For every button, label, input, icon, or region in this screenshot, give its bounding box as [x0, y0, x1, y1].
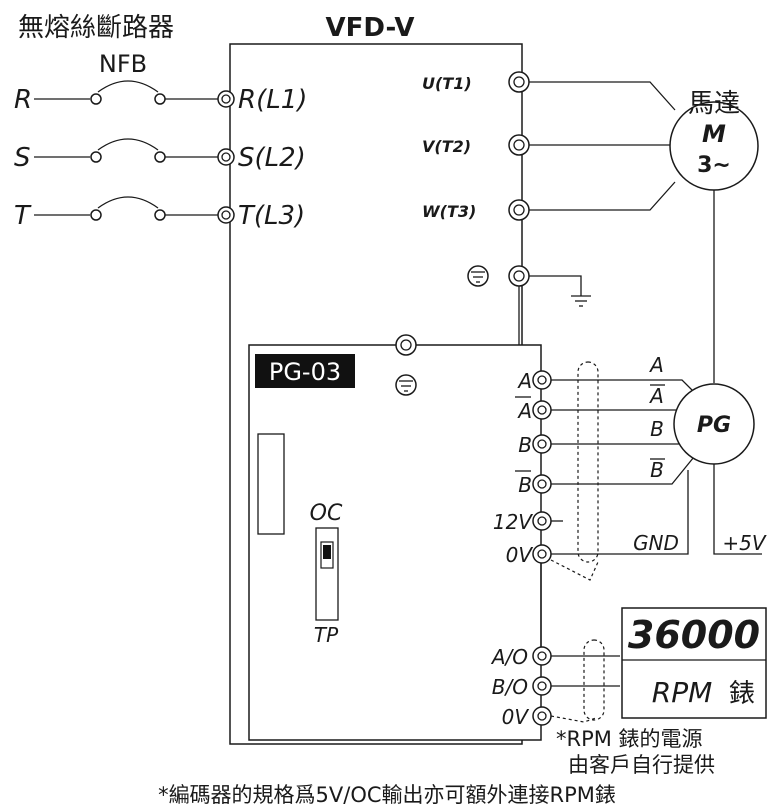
svg-text:A: A: [516, 369, 532, 393]
svg-text:A: A: [648, 384, 664, 408]
footnote: *編碼器的規格爲5V/OC輸出亦可額外連接RPM錶: [158, 783, 616, 807]
breaker-label-cn: 無熔絲斷路器: [18, 13, 174, 43]
pg-card-badge: [255, 354, 355, 388]
svg-text:S: S: [14, 143, 31, 173]
rpm-unit: RPM: [652, 676, 713, 709]
breaker-label-en: NFB: [99, 50, 147, 78]
svg-text:A: A: [516, 399, 532, 423]
svg-text:R(L1): R(L1): [238, 85, 307, 115]
pg-terminals: A A B B 12V 0V: [493, 369, 552, 567]
svg-text:A: A: [648, 353, 664, 377]
encoder-gnd-label: GND: [633, 531, 679, 555]
encoder-circle: [673, 383, 755, 465]
encoder-signals: A A B B GND +5V: [633, 353, 767, 555]
svg-text:B: B: [518, 433, 532, 457]
input-line-s: S S(L2): [14, 138, 306, 173]
pg-card-ground-icon: [395, 374, 417, 396]
svg-text:0V: 0V: [506, 543, 534, 567]
meter-cable-shield: [583, 639, 605, 721]
svg-text:R: R: [14, 85, 32, 115]
cable-shield: [577, 361, 599, 563]
switch-label-top: OC: [310, 501, 343, 526]
input-line-t: T T(L3): [14, 196, 305, 231]
switch-label-bottom: TP: [314, 623, 339, 647]
rpm-unit-cn: 錶: [729, 679, 755, 709]
svg-text:B: B: [518, 473, 532, 497]
svg-text:W(T3): W(T3): [422, 202, 476, 221]
rpm-meter: [621, 607, 767, 719]
svg-text:B: B: [650, 458, 664, 482]
motor-symbol: M: [702, 120, 726, 148]
svg-text:T: T: [14, 201, 32, 231]
motor-label: 馬達: [688, 89, 740, 119]
drive-title: VFD-V: [326, 13, 415, 43]
svg-text:12V: 12V: [493, 510, 533, 534]
motor-phase: 3~: [697, 153, 731, 178]
pg-card-outline: [248, 344, 542, 741]
output-terminals: U(T1) V(T2) W(T3): [422, 71, 530, 221]
encoder-supply-label: +5V: [722, 531, 766, 555]
ground-terminal: [467, 265, 591, 307]
svg-text:S(L2): S(L2): [238, 143, 306, 173]
svg-text:V(T2): V(T2): [422, 137, 471, 156]
input-line-r: R R(L1): [14, 80, 307, 115]
oc-tp-switch: [315, 527, 339, 621]
analog-out-terminals: A/O B/O 0V: [490, 645, 552, 729]
meter-note-1: *RPM 錶的電源: [556, 727, 703, 751]
svg-text:T(L3): T(L3): [238, 201, 305, 231]
svg-text:B: B: [650, 417, 664, 441]
rpm-display: 36000: [628, 613, 760, 657]
svg-text:A/O: A/O: [490, 645, 528, 669]
encoder-name: PG: [697, 413, 731, 438]
svg-text:B/O: B/O: [492, 675, 528, 699]
pg-card-name: PG-03: [269, 358, 341, 386]
connector-block: [257, 433, 285, 535]
svg-text:0V: 0V: [502, 705, 530, 729]
meter-note-2: 由客戶自行提供: [568, 753, 715, 777]
svg-text:U(T1): U(T1): [422, 74, 472, 93]
